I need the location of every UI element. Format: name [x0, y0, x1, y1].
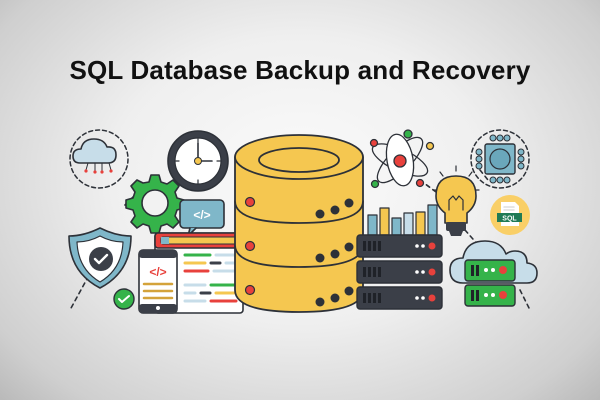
sql-file-label: SQL — [502, 216, 517, 223]
cloud-server-icon — [449, 240, 538, 307]
atom-icon — [369, 129, 435, 189]
light-bulb-icon — [432, 165, 480, 236]
code-bubble-icon: </> — [179, 199, 225, 237]
server-rack-icon — [356, 234, 443, 310]
sql-file-icon: SQL — [490, 195, 530, 235]
database-icon — [234, 134, 364, 313]
gear-icon — [125, 174, 185, 234]
bar-chart-icon — [367, 204, 438, 236]
phone-code-label: </> — [149, 265, 166, 279]
cloud-network-icon — [69, 129, 129, 189]
smartphone-icon: </> — [138, 249, 178, 314]
clock-icon — [167, 130, 229, 192]
page-title: SQL Database Backup and Recovery — [69, 55, 531, 85]
shield-check-icon — [68, 227, 132, 289]
code-bubble-label: </> — [193, 208, 210, 222]
processor-chip-icon — [470, 129, 530, 189]
check-badge-icon — [113, 288, 135, 310]
